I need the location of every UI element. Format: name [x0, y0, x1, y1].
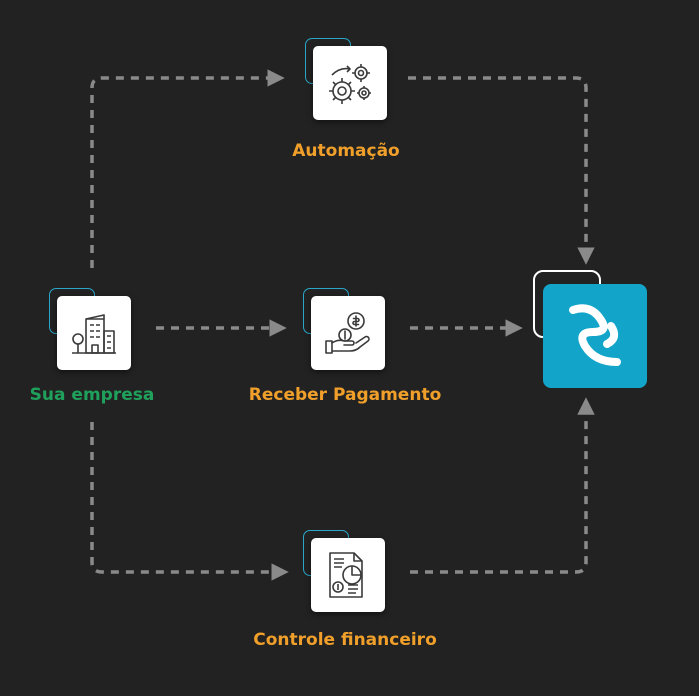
- finance-label: Controle financeiro: [253, 630, 437, 650]
- connector-company-automation: [90, 69, 285, 268]
- hand-coin-icon: [325, 312, 370, 354]
- company-label: Sua empresa: [29, 385, 155, 405]
- gears-icon: [329, 64, 371, 104]
- brand-tile[interactable]: [543, 284, 647, 388]
- connector-automation-brand: [408, 76, 595, 265]
- payment-label: Receber Pagamento: [248, 385, 442, 405]
- finance-tile[interactable]: [311, 538, 385, 612]
- payment-tile[interactable]: [311, 296, 385, 370]
- company-tile[interactable]: [57, 296, 131, 370]
- automation-label: Automação: [292, 141, 400, 161]
- connector-company-finance: [90, 422, 289, 581]
- connector-finance-brand: [410, 397, 595, 574]
- building-icon: [72, 314, 116, 354]
- automation-tile[interactable]: [313, 46, 387, 120]
- financial-report-icon: [329, 552, 363, 598]
- brand-logo-icon: [569, 304, 621, 366]
